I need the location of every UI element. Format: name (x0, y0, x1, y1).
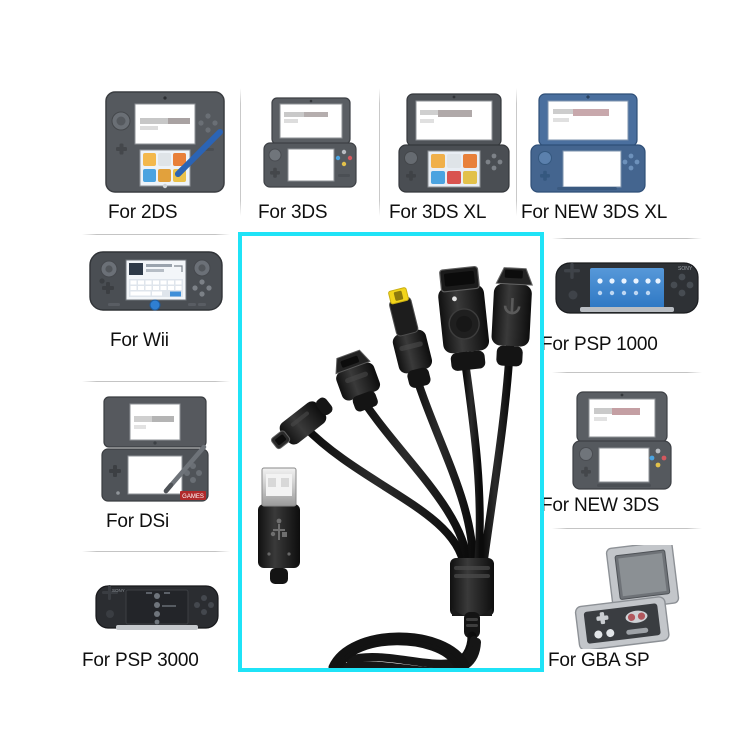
device-label-psp-1000: For PSP 1000 (541, 334, 658, 355)
device-label-wii: For Wii (110, 330, 169, 351)
device-label-gba-sp: For GBA SP (548, 650, 650, 671)
divider-top-1 (240, 88, 241, 216)
product-highlight-panel (238, 232, 544, 672)
divider-left-1 (82, 234, 230, 235)
divider-right-1 (552, 238, 702, 239)
device-dsi: GAMES (100, 395, 210, 503)
device-label-2ds: For 2DS (108, 202, 178, 223)
svg-text:SONY: SONY (678, 266, 693, 272)
device-3ds (258, 96, 362, 192)
device-new-3ds (567, 390, 677, 492)
svg-text:GAMES: GAMES (182, 494, 204, 500)
divider-top-3 (516, 88, 517, 216)
device-label-new-3ds: For NEW 3DS (541, 495, 660, 516)
device-label-3ds-xl: For 3DS XL (389, 202, 487, 223)
device-3ds-xl (395, 92, 513, 194)
device-psp-1000: SONY (554, 255, 700, 321)
divider-top-2 (379, 88, 380, 216)
device-gba-sp (560, 545, 690, 649)
divider-left-2 (82, 381, 230, 382)
divider-left-3 (82, 551, 230, 552)
divider-right-3 (552, 528, 702, 529)
device-wii (88, 248, 224, 318)
device-2ds (104, 90, 226, 194)
device-label-new-3ds-xl: For NEW 3DS XL (521, 202, 668, 223)
product-image (242, 236, 540, 668)
device-label-3ds: For 3DS (258, 202, 328, 223)
device-label-dsi: For DSi (106, 511, 169, 532)
device-label-psp-3000: For PSP 3000 (82, 650, 199, 671)
device-psp-3000: SONY (94, 578, 220, 636)
divider-right-2 (552, 372, 702, 373)
svg-text:SONY: SONY (112, 588, 125, 593)
device-new-3ds-xl (527, 92, 649, 194)
